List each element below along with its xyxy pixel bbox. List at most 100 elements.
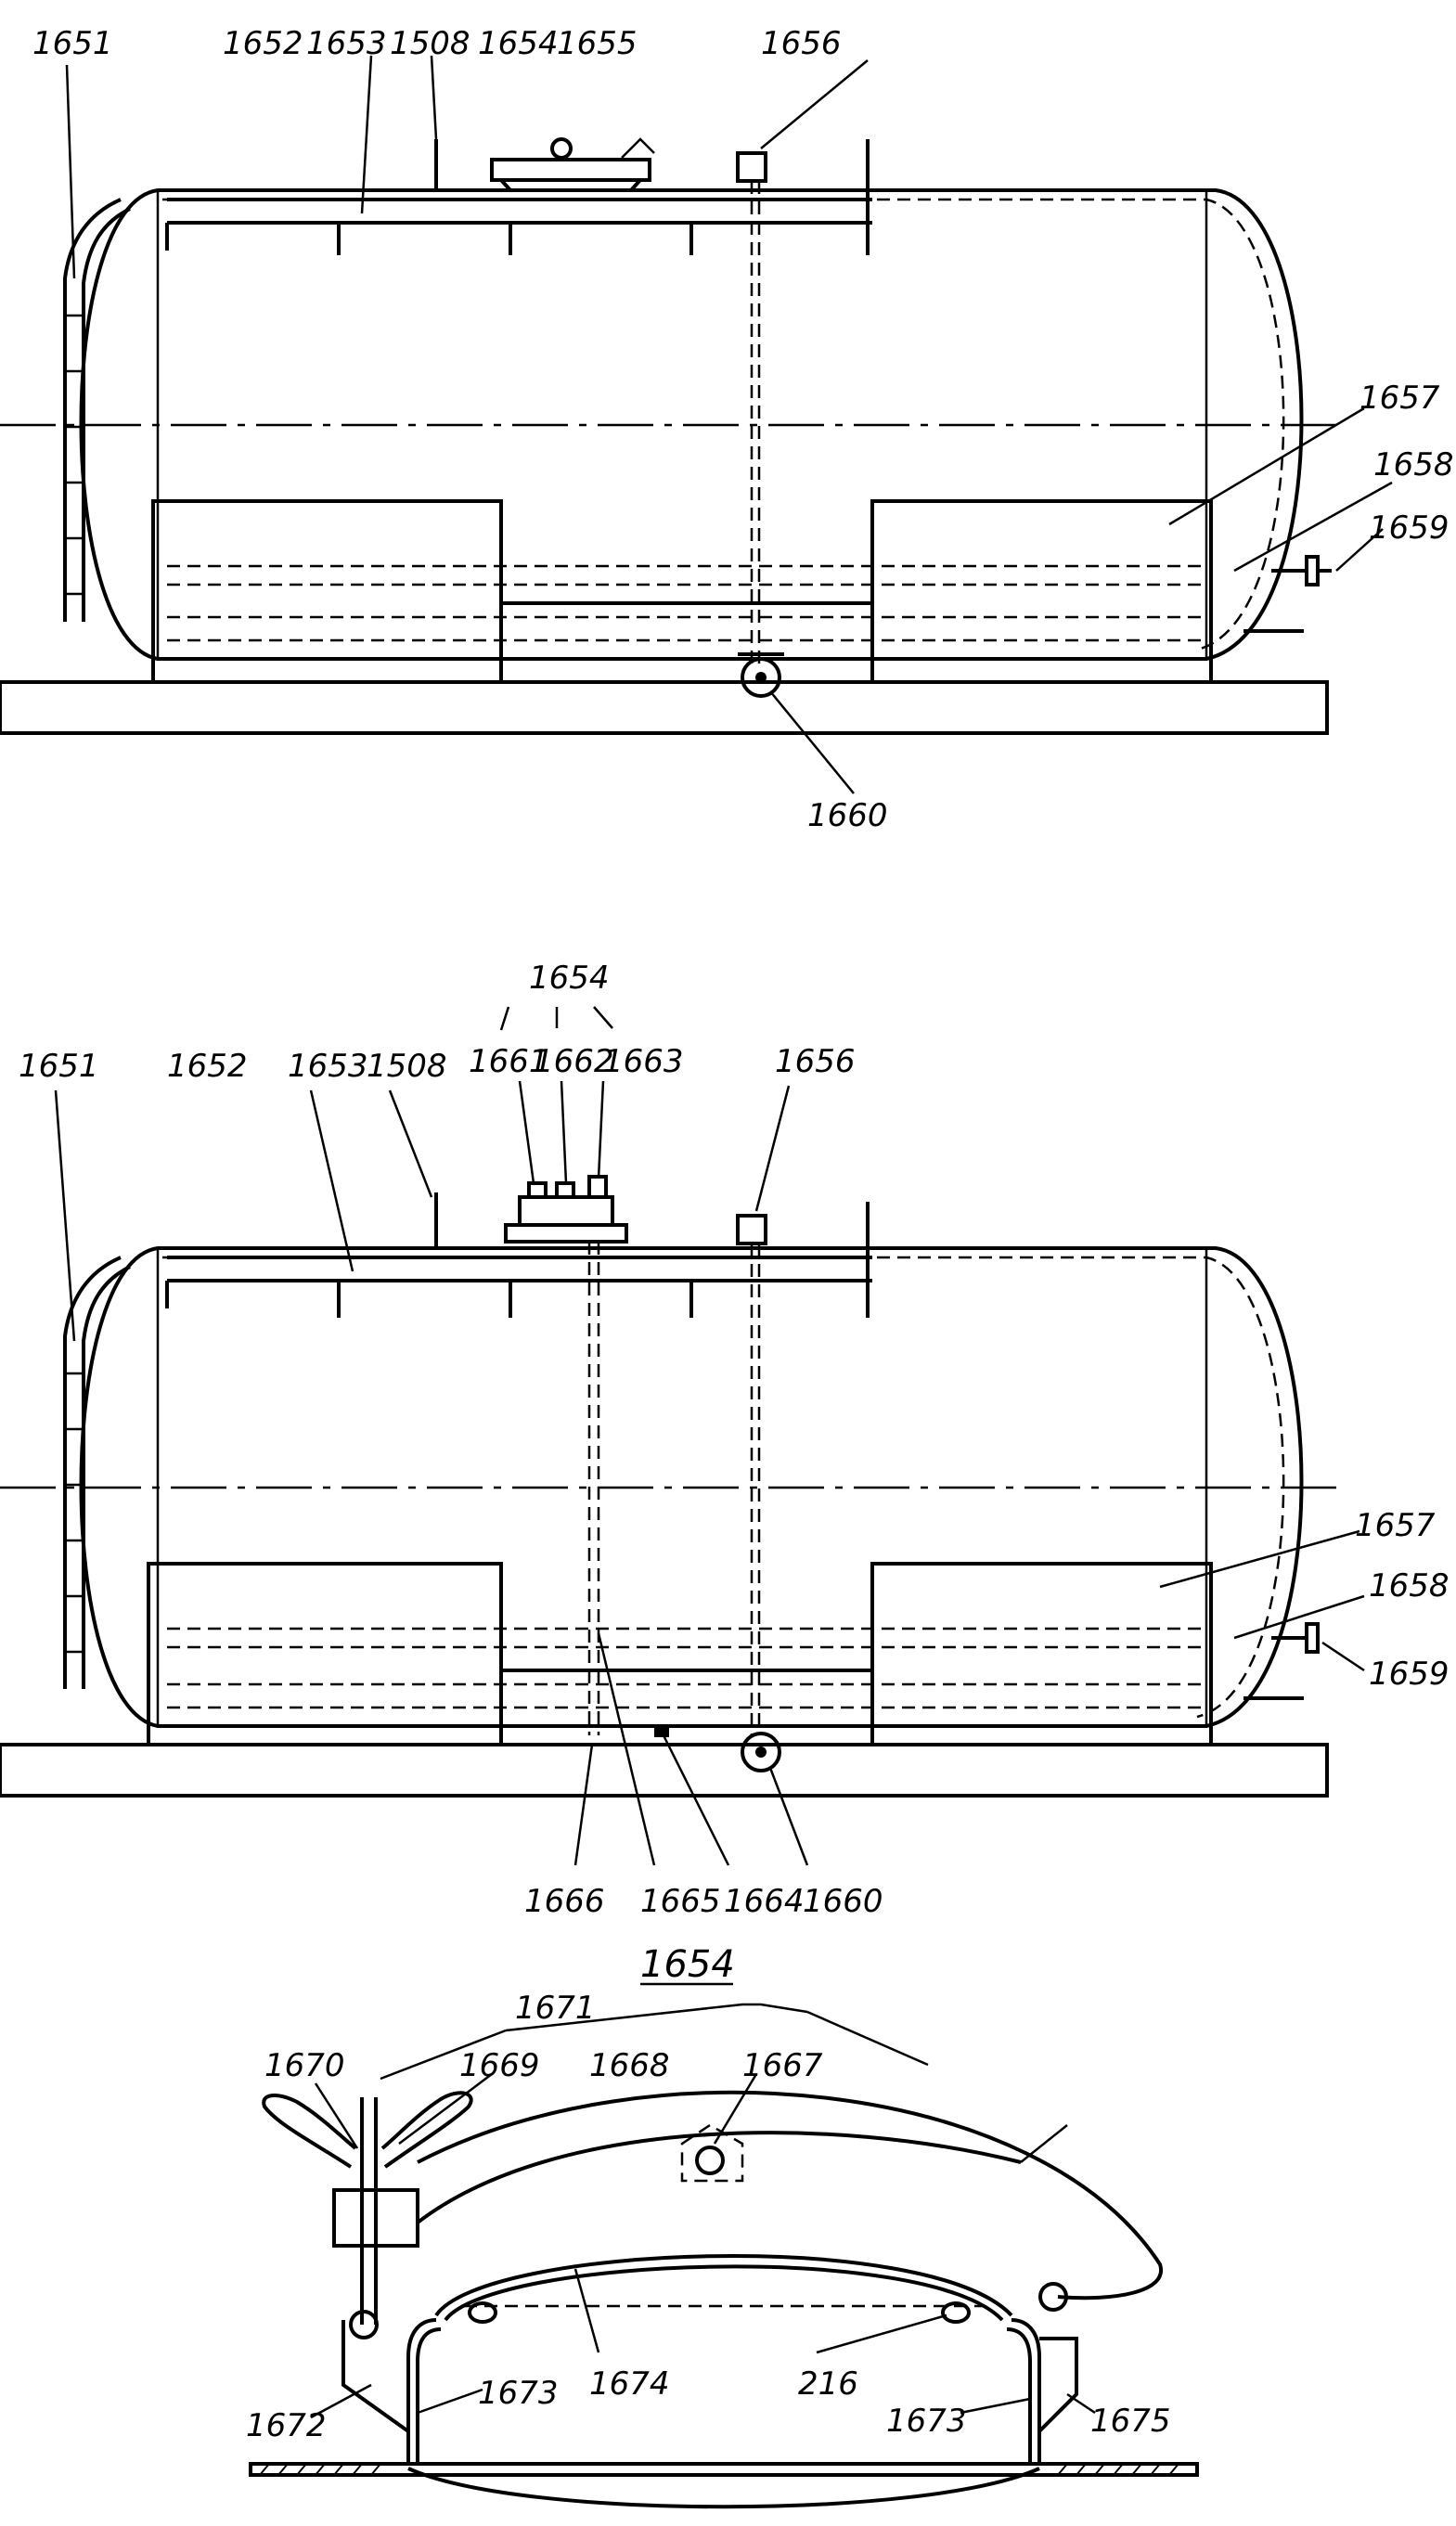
fig2-label-1508: 1508 bbox=[367, 1048, 447, 1085]
fig1-label-1658: 1658 bbox=[1373, 446, 1454, 483]
fig3-leader-1671-a bbox=[380, 2029, 507, 2081]
fig2-label-1659: 1659 bbox=[1369, 1656, 1450, 1693]
fig3-label-216: 216 bbox=[798, 2365, 858, 2403]
fig3-label-1675: 1675 bbox=[1090, 2403, 1171, 2440]
fig3-label-1672: 1672 bbox=[246, 2407, 327, 2444]
fig2-leader-1651 bbox=[54, 1089, 76, 1342]
fig3-bracket-1675 bbox=[1037, 2337, 1078, 2433]
fig1-ladder-rail bbox=[63, 198, 122, 622]
fig3-leader-1673a bbox=[417, 2388, 483, 2415]
fig2-label-1657: 1657 bbox=[1355, 1507, 1436, 1544]
fig3-leader-1672 bbox=[310, 2383, 372, 2419]
fig1-manhole-clamp bbox=[621, 137, 655, 159]
fig3-leader-1670 bbox=[314, 2082, 359, 2149]
fig2-label-1665: 1665 bbox=[640, 1883, 721, 1920]
fig1-manhole-cover bbox=[490, 158, 651, 182]
fig1-leader-1659 bbox=[1335, 528, 1384, 572]
fig2-leader-1666 bbox=[573, 1744, 594, 1866]
fig1-leader-1651 bbox=[65, 64, 76, 279]
fig3-label-1673b: 1673 bbox=[886, 2403, 967, 2440]
fig3-lid-dome bbox=[434, 2254, 1013, 2317]
fig1-bottom-valve bbox=[741, 657, 781, 698]
fig3-leader-1675 bbox=[1066, 2392, 1096, 2415]
fig3-label-1670: 1670 bbox=[264, 2047, 345, 2084]
fig3-leader-1673b bbox=[960, 2397, 1031, 2415]
fig1-label-1659: 1659 bbox=[1369, 509, 1450, 547]
fig3-base-plate bbox=[249, 2462, 1199, 2477]
fig2-label-1656: 1656 bbox=[775, 1043, 856, 1080]
fig3-label-1674: 1674 bbox=[589, 2365, 670, 2403]
fig2-leader-1665 bbox=[597, 1632, 656, 1866]
fig3-neck-left bbox=[406, 2318, 437, 2464]
fig3-leader-1671-b bbox=[806, 2010, 929, 2067]
fig1-label-1653: 1653 bbox=[306, 25, 387, 62]
fig2-leader-1657 bbox=[1159, 1529, 1360, 1589]
fig1-side-valve bbox=[1305, 555, 1320, 586]
fig3-pin-housing bbox=[680, 2123, 744, 2183]
fig3-neck-left-inner bbox=[416, 2327, 442, 2464]
fig2-label-1666: 1666 bbox=[524, 1883, 605, 1920]
fig2-leader-1662 bbox=[560, 1080, 568, 1184]
fig3-label-1667: 1667 bbox=[742, 2047, 823, 2084]
fig2-top-valve bbox=[736, 1214, 767, 1245]
fig2-clamp bbox=[587, 1175, 608, 1199]
fig1-inner-shell bbox=[162, 198, 1285, 651]
fig2-manhole-cover bbox=[518, 1195, 614, 1227]
fig3-wing-right bbox=[380, 2091, 473, 2169]
fig2-saddle-right bbox=[870, 1562, 1213, 1746]
fig2-leader-1664 bbox=[662, 1734, 730, 1866]
fig1-manhole-handwheel bbox=[550, 137, 573, 160]
fig1-leader-1660 bbox=[769, 690, 855, 794]
figure-1-tank-side-view: 1651 1652 1653 1508 1654 1655 1656 1657 … bbox=[0, 25, 1454, 834]
fig3-label-1668: 1668 bbox=[589, 2047, 670, 2084]
fig3-seal-right bbox=[941, 2301, 971, 2324]
fig2-leader-1663 bbox=[597, 1080, 605, 1179]
fig2-label-1654: 1654 bbox=[529, 960, 610, 997]
fig3-bracket-1672 bbox=[341, 2320, 410, 2433]
fig3-arm-joint bbox=[1020, 2124, 1068, 2163]
figure-3-manhole-detail: 1654 bbox=[246, 1943, 1199, 2509]
fig3-pin-1667 bbox=[695, 2146, 725, 2175]
fig2-side-valve bbox=[1305, 1622, 1320, 1654]
fig3-title: 1654 bbox=[640, 1943, 735, 1986]
fig1-leader-1657 bbox=[1168, 406, 1365, 526]
fig1-ladder-rail bbox=[82, 207, 131, 622]
fig3-label-1671: 1671 bbox=[515, 1990, 596, 2027]
fig3-label-1669: 1669 bbox=[459, 2047, 540, 2084]
fig2-small-fitting bbox=[654, 1728, 669, 1737]
fig2-bottom-valve-hub bbox=[755, 1746, 767, 1758]
fig3-leader-216 bbox=[816, 2313, 947, 2354]
fig1-leader-1656 bbox=[760, 59, 869, 149]
fig3-brace-1671 bbox=[505, 2003, 808, 2032]
fig2-leader-1508 bbox=[388, 1089, 433, 1198]
fig1-top-valve bbox=[736, 151, 767, 183]
fig2-label-1658: 1658 bbox=[1369, 1567, 1450, 1605]
fig2-label-1662: 1662 bbox=[534, 1043, 614, 1080]
fig1-base-beam bbox=[0, 680, 1329, 735]
fig2-saddle-left bbox=[147, 1562, 503, 1746]
fig3-wing-left bbox=[262, 2094, 357, 2169]
fig2-clamp bbox=[527, 1181, 548, 1199]
fig2-base-beam bbox=[0, 1743, 1329, 1798]
fig3-base-hatch bbox=[259, 2463, 1179, 2476]
fig1-bottom-valve-hub bbox=[755, 672, 767, 683]
fig3-seal-left bbox=[468, 2301, 497, 2324]
fig3-leader-1674 bbox=[573, 2268, 600, 2353]
fig3-lid-dome-inner bbox=[444, 2264, 1004, 2322]
fig1-label-1652: 1652 bbox=[223, 25, 303, 62]
fig2-label-1652: 1652 bbox=[167, 1048, 248, 1085]
fig2-ladder-rail bbox=[82, 1265, 131, 1689]
fig2-clamp bbox=[555, 1181, 575, 1199]
fig1-label-1660: 1660 bbox=[807, 797, 888, 834]
fig2-leader-1654-1663 bbox=[593, 1006, 613, 1029]
fig2-manhole-flange bbox=[504, 1223, 628, 1244]
fig1-saddle-right bbox=[870, 499, 1213, 684]
fig2-label-1660: 1660 bbox=[803, 1883, 883, 1920]
fig2-label-1663: 1663 bbox=[603, 1043, 684, 1080]
fig2-inner-shell bbox=[162, 1256, 1285, 1719]
fig1-label-1657: 1657 bbox=[1359, 380, 1440, 417]
fig2-leader-1653 bbox=[309, 1089, 354, 1272]
fig2-leader-1660 bbox=[768, 1767, 809, 1866]
fig2-label-1664: 1664 bbox=[724, 1883, 805, 1920]
